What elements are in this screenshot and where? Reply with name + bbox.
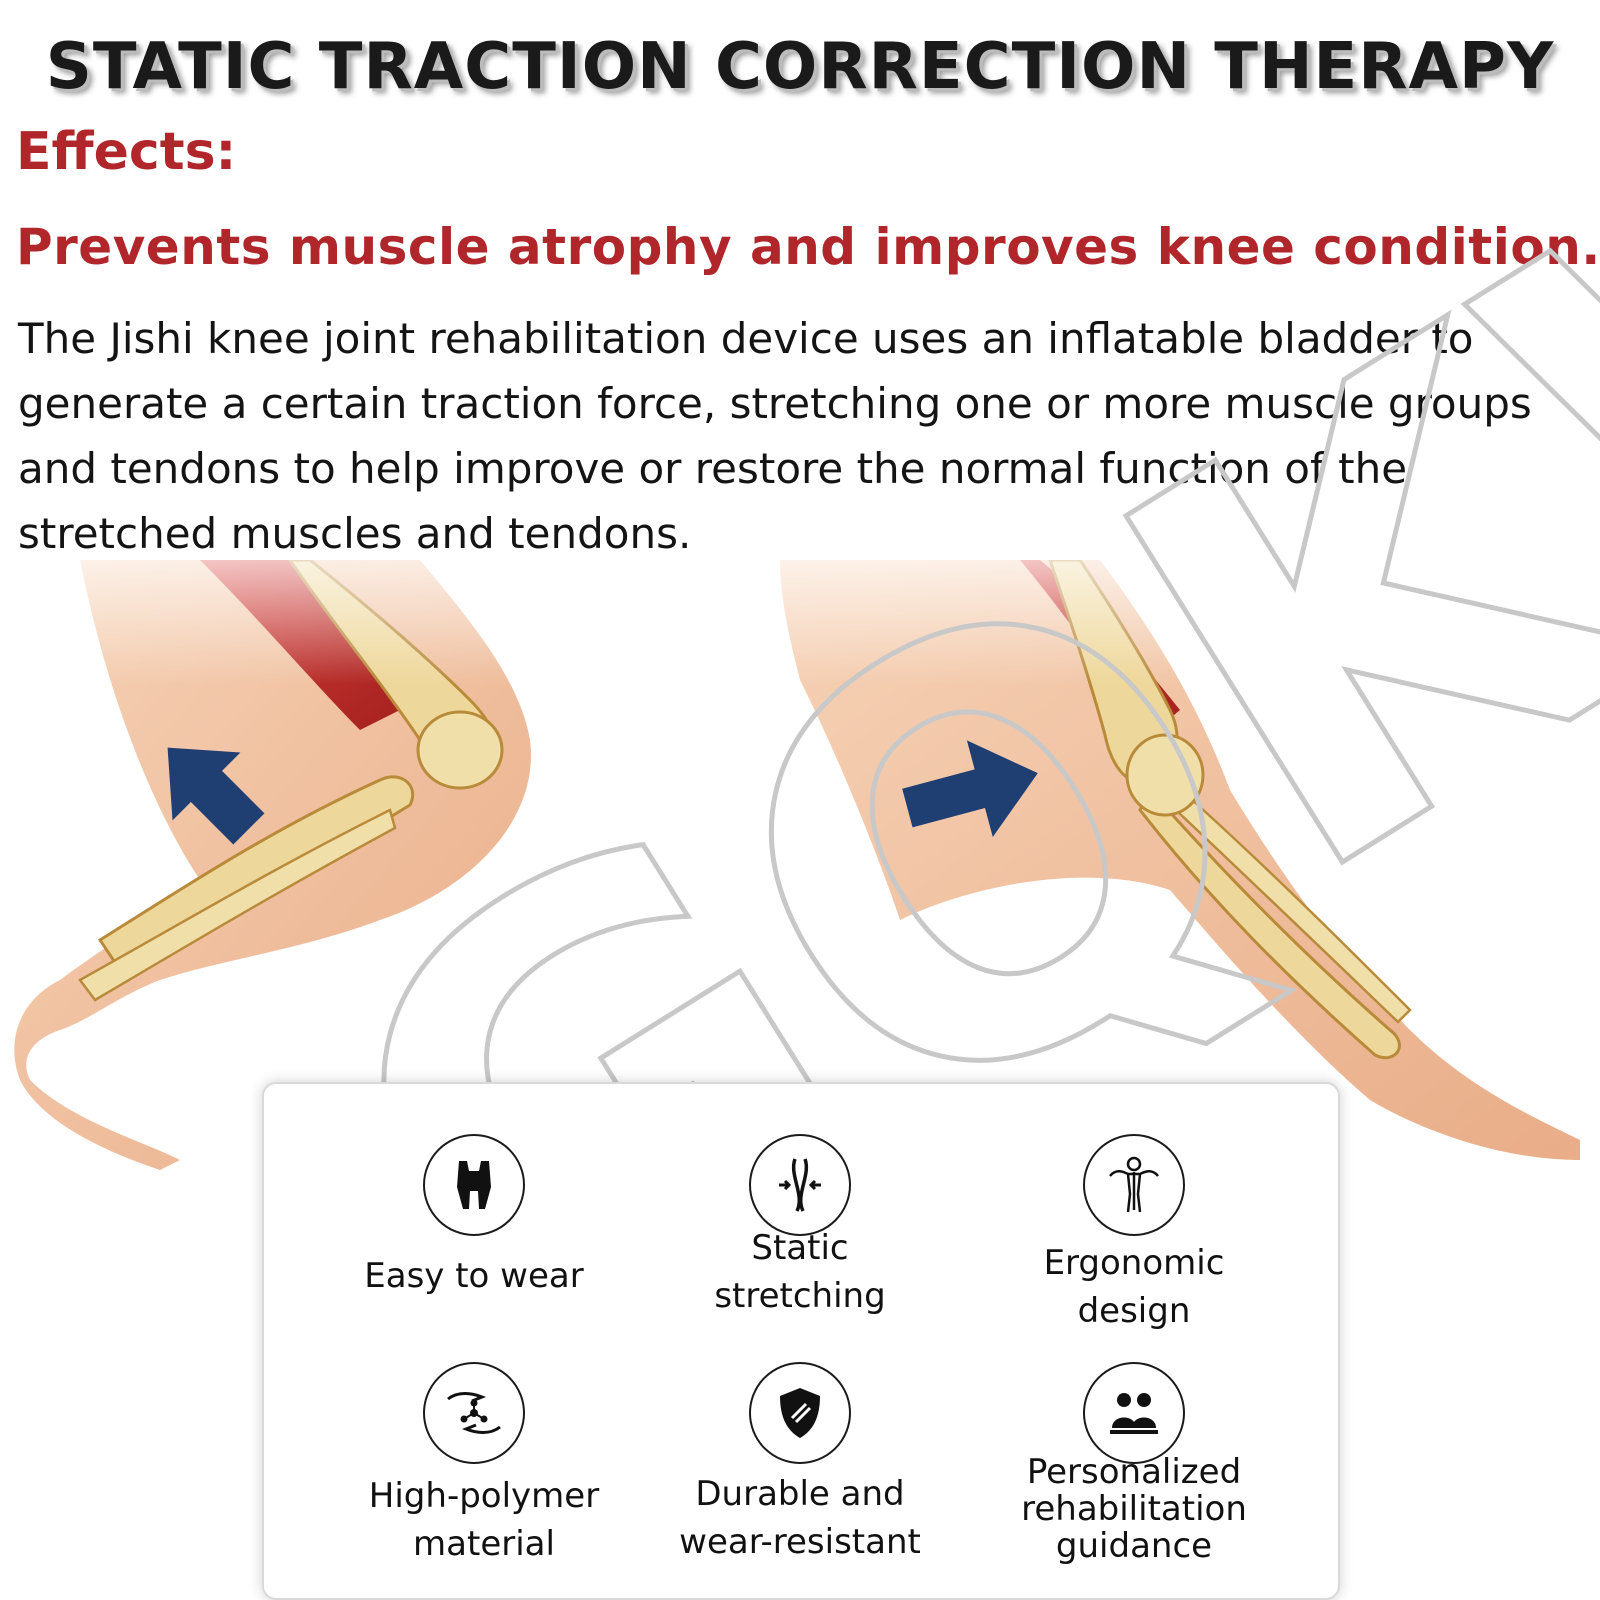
body-icon [1083, 1134, 1185, 1236]
page-title: STATIC TRACTION CORRECTION THERAPY [45, 30, 1555, 104]
feature-label: Personalized rehabilitation guidance [1021, 1452, 1247, 1566]
subheading: Prevents muscle atrophy and improves kne… [16, 218, 1600, 276]
feature-label: Easy to wear [364, 1256, 584, 1296]
features-panel: Easy to wear Static stretching Ergonomic… [262, 1082, 1340, 1600]
arrow-right-icon [902, 740, 1038, 838]
feature-label: High-polymer material [368, 1476, 600, 1564]
arrow-up-left-icon [167, 747, 265, 845]
brace-icon [423, 1134, 525, 1236]
feature-label: Ergonomic design [1043, 1243, 1225, 1331]
description-text: The Jishi knee joint rehabilitation devi… [18, 314, 1532, 558]
molecule-hands-icon [423, 1362, 525, 1464]
feature-label: Static stretching [714, 1228, 886, 1316]
people-icon [1083, 1362, 1185, 1464]
stretch-icon [749, 1134, 851, 1236]
effects-label: Effects: [16, 122, 237, 182]
shield-icon [749, 1362, 851, 1464]
feature-label: Durable and wear-resistant [679, 1474, 921, 1562]
